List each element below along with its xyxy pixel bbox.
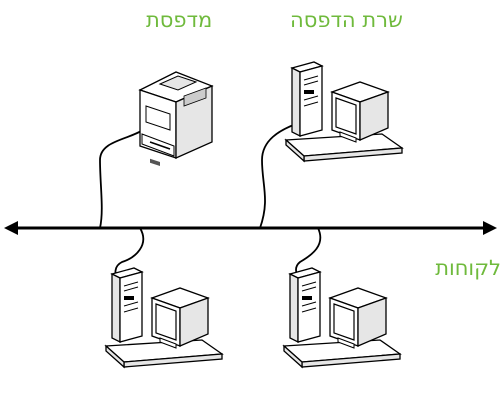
- client-computer-icon-left: [106, 268, 222, 367]
- print-server-computer-icon: [286, 62, 402, 161]
- printer-icon: [140, 72, 212, 166]
- network-line: [4, 221, 497, 235]
- client-computer-icon-right: [284, 268, 400, 367]
